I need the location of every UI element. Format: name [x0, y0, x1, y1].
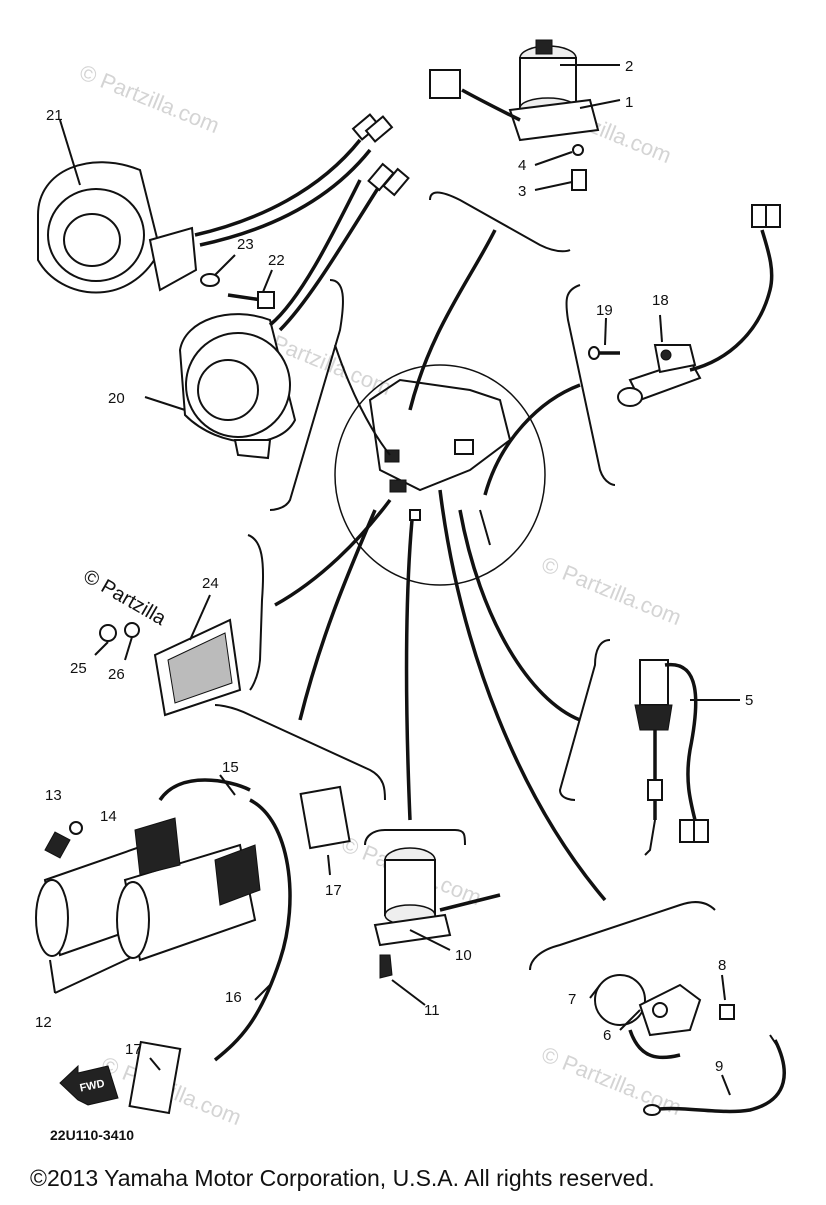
bracket-horns [269, 279, 344, 511]
bracket-right [565, 284, 616, 486]
bracket-coils [214, 704, 386, 801]
direction-label: FWD [79, 1078, 106, 1095]
callout-23: 23 [237, 236, 254, 253]
ignition-coils-12 [35, 774, 351, 1115]
callout-14: 14 [100, 808, 117, 825]
bolt-22-washer-23 [200, 254, 275, 309]
callout-8: 8 [718, 957, 726, 974]
callout-9: 9 [715, 1058, 723, 1075]
callout-11: 11 [424, 1002, 440, 1019]
callout-5: 5 [745, 692, 753, 709]
sender-5 [558, 639, 740, 856]
callout-16: 16 [225, 989, 242, 1006]
partzilla-mark: © Partzilla [80, 565, 171, 630]
watermark: © Partzilla.com [76, 59, 223, 138]
callout-26: 26 [108, 666, 125, 683]
fwd-arrow: FWD [59, 1064, 119, 1106]
callout-12: 12 [35, 1014, 52, 1031]
callout-1: 1 [625, 94, 633, 111]
callout-6: 6 [603, 1027, 611, 1044]
part-code: 22U110-3410 [50, 1127, 134, 1143]
callout-3: 3 [518, 183, 526, 200]
callout-4: 4 [518, 157, 526, 174]
callout-2: 2 [625, 58, 633, 75]
horn-20 [144, 162, 410, 460]
callout-10: 10 [455, 947, 472, 964]
callout-25: 25 [70, 660, 87, 677]
callout-18: 18 [652, 292, 669, 309]
callout-7: 7 [568, 991, 576, 1008]
callout-labels: 2 1 4 3 21 23 22 20 19 18 24 25 26 5 15 … [35, 58, 753, 1075]
horn-21 [37, 113, 394, 294]
callout-17-lower: 17 [125, 1041, 142, 1058]
callout-21: 21 [46, 107, 63, 124]
relay-10 [364, 829, 501, 1006]
copyright-notice: ©2013 Yamaha Motor Corporation, U.S.A. A… [30, 1165, 655, 1191]
callout-22: 22 [268, 252, 285, 269]
callout-20: 20 [108, 390, 125, 407]
leader-arrows [274, 229, 607, 902]
callout-24: 24 [202, 575, 219, 592]
callout-13: 13 [45, 787, 62, 804]
callout-17-upper: 17 [325, 882, 342, 899]
switch-18 [588, 204, 781, 407]
callout-15: 15 [222, 759, 239, 776]
bracket-top [429, 191, 571, 253]
callout-19: 19 [596, 302, 613, 319]
frame-outline [334, 364, 546, 586]
sensor-6 [529, 901, 786, 1116]
main-switch-assembly [429, 39, 621, 191]
license-light-24 [94, 534, 265, 717]
watermark: © Partzilla.com [538, 551, 685, 630]
